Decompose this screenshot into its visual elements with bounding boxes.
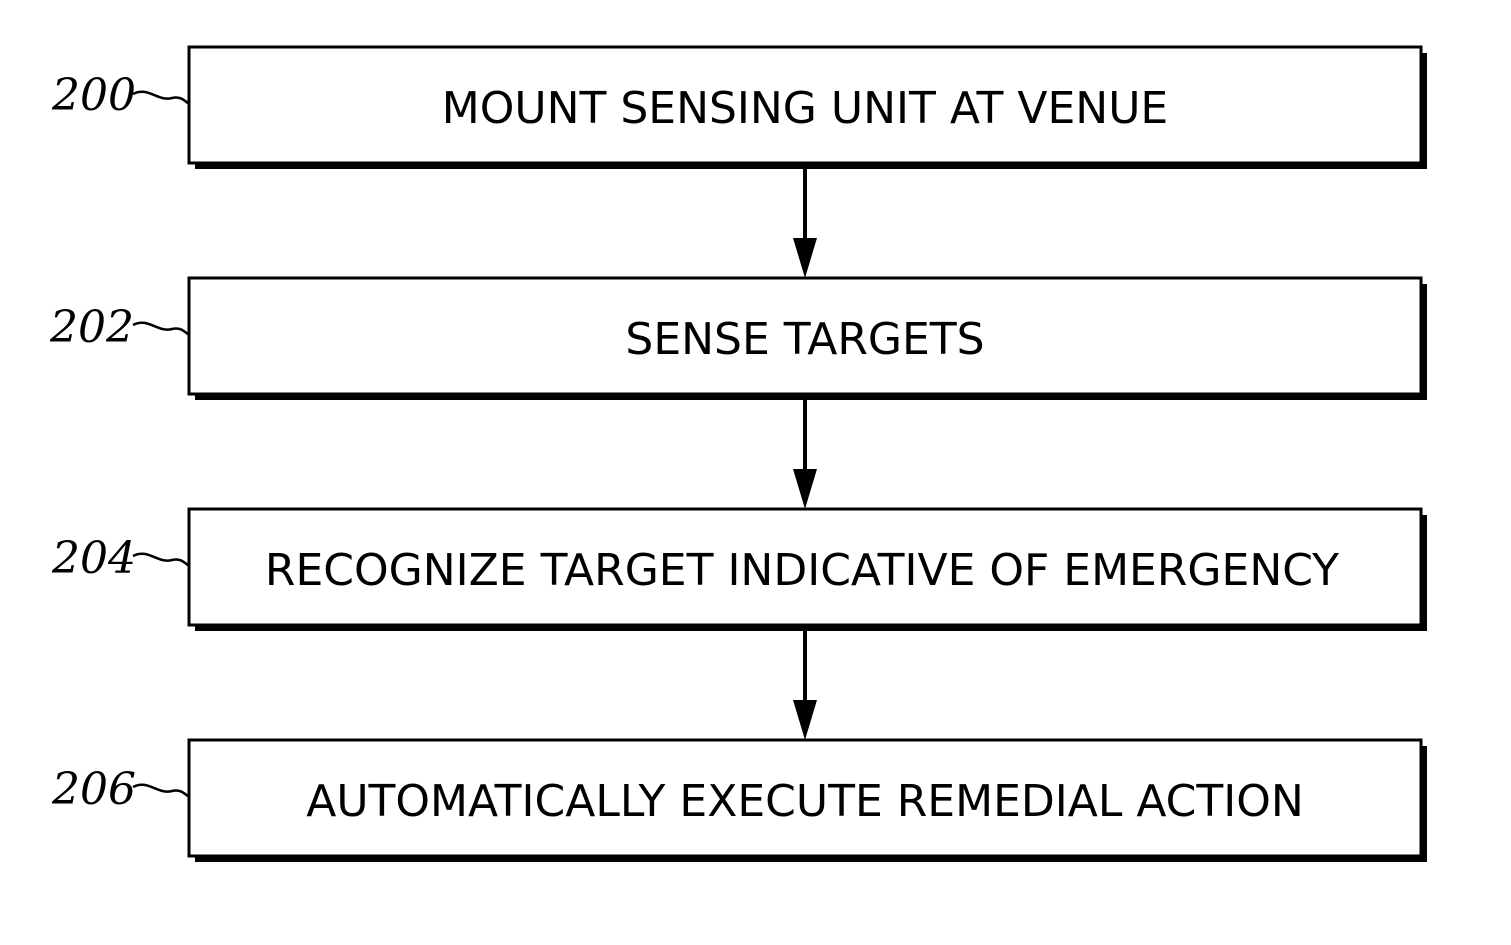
step-label: MOUNT SENSING UNIT AT VENUE xyxy=(442,83,1168,134)
step-ref-number: 202 xyxy=(49,302,134,353)
step-206: AUTOMATICALLY EXECUTE REMEDIAL ACTION 20… xyxy=(51,740,1427,862)
flow-arrow xyxy=(793,163,817,278)
step-label: RECOGNIZE TARGET INDICATIVE OF EMERGENCY xyxy=(265,545,1339,596)
leader-line xyxy=(133,554,189,566)
step-202: SENSE TARGETS 202 xyxy=(49,278,1427,400)
flow-arrow xyxy=(793,625,817,740)
leader-line xyxy=(133,785,189,797)
step-ref-number: 200 xyxy=(51,70,136,121)
step-label: AUTOMATICALLY EXECUTE REMEDIAL ACTION xyxy=(306,776,1304,827)
step-200: MOUNT SENSING UNIT AT VENUE 200 xyxy=(51,47,1427,169)
step-ref-number: 206 xyxy=(51,764,136,815)
step-ref-number: 204 xyxy=(51,533,136,584)
leader-line xyxy=(133,323,189,335)
step-label: SENSE TARGETS xyxy=(625,314,984,365)
flow-arrow xyxy=(793,394,817,509)
leader-line xyxy=(133,92,189,104)
step-204: RECOGNIZE TARGET INDICATIVE OF EMERGENCY… xyxy=(51,509,1427,631)
